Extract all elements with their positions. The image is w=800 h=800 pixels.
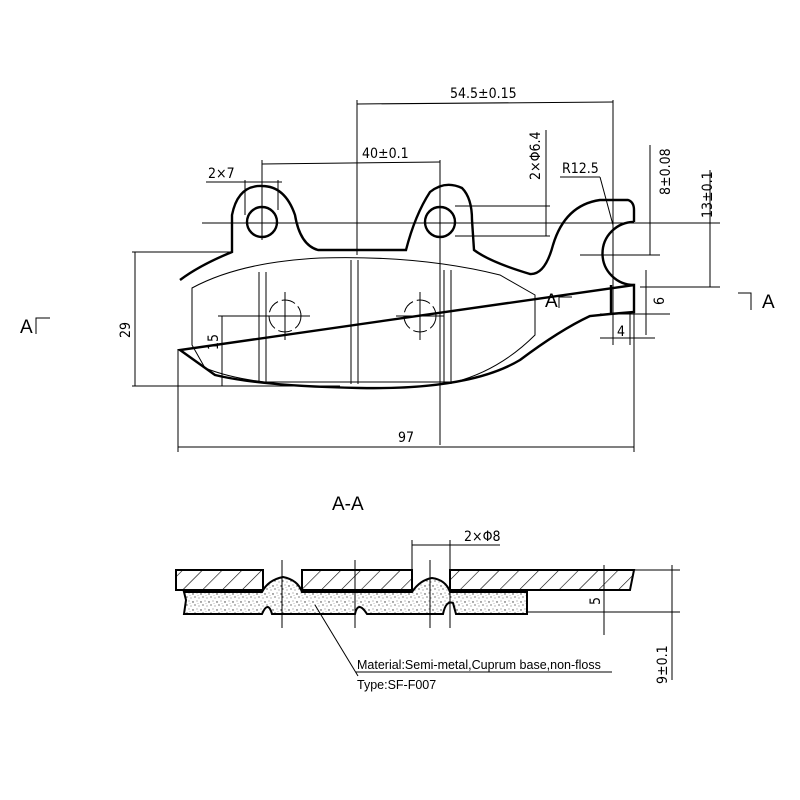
dim-13: 13±0.1 [700, 171, 716, 218]
dim-15: 15 [206, 334, 222, 350]
dim-97: 97 [398, 430, 414, 446]
section-mark-right: A [738, 292, 775, 313]
section-title: A-A [332, 494, 364, 515]
svg-text:A: A [545, 291, 558, 312]
slots [258, 260, 452, 384]
section-view: A-A 2×Φ8 5 9±0.1 Material:Semi-metal,Cup… [175, 494, 680, 692]
backing-plate-outline [176, 183, 636, 390]
dim-hole-diameter: 2×Φ6.4 [528, 131, 544, 180]
friction-outline [191, 257, 536, 383]
svg-text:A: A [762, 292, 775, 313]
section-mark-middle: A [545, 291, 572, 312]
dim-5: 5 [588, 597, 604, 605]
svg-text:A: A [20, 317, 33, 338]
dim-9: 9±0.1 [655, 645, 671, 684]
backing-plate-section [175, 569, 636, 591]
dim-radius: R12.5 [562, 161, 599, 177]
dim-4: 4 [617, 324, 625, 340]
dim-54-5: 54.5±0.15 [450, 86, 517, 102]
rivet-marks [262, 292, 444, 340]
dim-2x7: 2×7 [208, 166, 235, 182]
top-view: 54.5±0.15 40±0.1 2×7 2×Φ6.4 R12.5 8±0.08… [20, 86, 775, 452]
dim-29: 29 [118, 322, 134, 338]
dim-8: 8±0.08 [658, 148, 674, 195]
type-note: Type:SF-F007 [357, 678, 436, 692]
section-mark-left: A [20, 317, 50, 338]
dim-40: 40±0.1 [362, 146, 409, 162]
dim-rivet-diameter: 2×Φ8 [464, 529, 501, 545]
r12.5-cutout [601, 220, 635, 287]
material-note: Material:Semi-metal,Cuprum base,non-flos… [357, 658, 601, 672]
dim-6: 6 [652, 297, 668, 305]
